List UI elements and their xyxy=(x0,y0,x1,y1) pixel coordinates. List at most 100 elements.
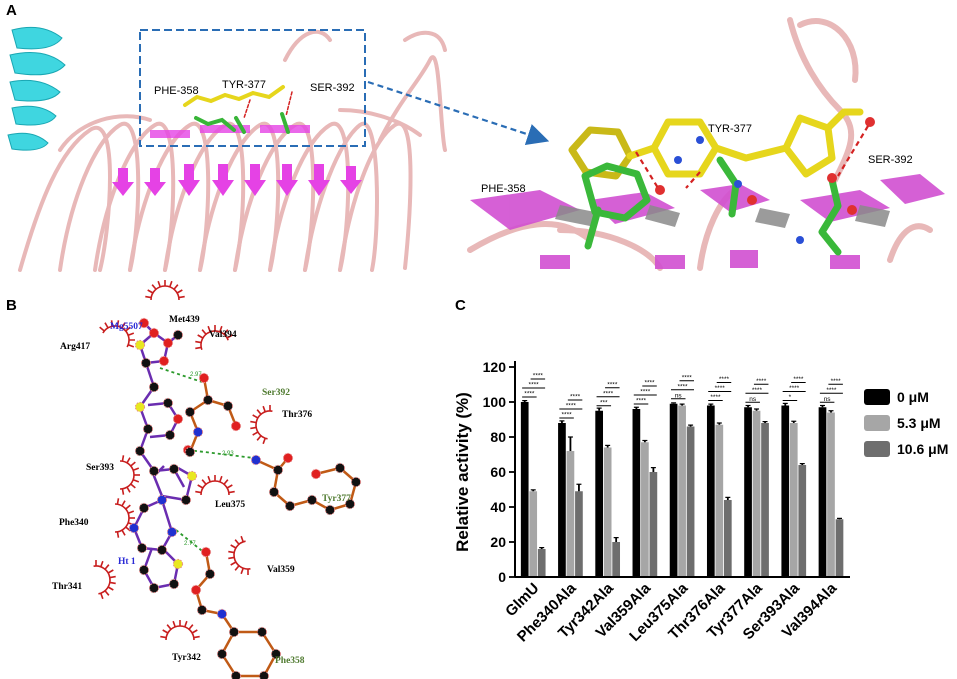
panel-label-b: B xyxy=(6,297,17,314)
significance-label: **** xyxy=(603,390,614,397)
bar xyxy=(678,405,686,577)
zoom-label-tyr377: TYR-377 xyxy=(708,123,752,135)
overview-label-phe358: PHE-358 xyxy=(154,85,199,97)
y-tick-label: 120 xyxy=(483,359,507,375)
bar xyxy=(835,519,844,577)
pink-ribbon xyxy=(18,29,447,272)
significance-label: ns xyxy=(824,396,832,403)
bar xyxy=(529,491,538,577)
atom xyxy=(184,446,196,458)
atom xyxy=(216,648,228,660)
zoom-label-phe358: PHE-358 xyxy=(481,183,526,195)
atom xyxy=(256,626,268,638)
bar xyxy=(761,423,769,577)
y-tick-label: 20 xyxy=(490,534,506,550)
atom xyxy=(162,337,174,349)
legend-label: 5.3 μM xyxy=(897,415,941,431)
atom xyxy=(166,526,178,538)
atom xyxy=(148,381,160,393)
bar xyxy=(798,465,807,577)
svg-text:2.93: 2.93 xyxy=(222,451,234,457)
atom xyxy=(134,339,146,351)
bar xyxy=(686,426,695,577)
atom xyxy=(172,329,184,341)
significance-label: **** xyxy=(607,381,618,388)
residue-val359: Val359 xyxy=(267,565,295,575)
significance-label: **** xyxy=(529,382,540,389)
bar xyxy=(706,405,715,577)
atom xyxy=(250,454,262,466)
panel-label-c: C xyxy=(455,297,466,314)
overview-label-ser392: SER-392 xyxy=(310,82,355,94)
residue-phe340: Phe340 xyxy=(59,518,89,528)
atom xyxy=(138,564,150,576)
atom xyxy=(190,584,202,596)
zoom-label-ser392: SER-392 xyxy=(868,154,913,166)
atom xyxy=(148,465,160,477)
significance-label: **** xyxy=(644,380,655,387)
atom xyxy=(230,670,242,679)
residue-thr376: Thr376 xyxy=(282,410,312,420)
atom xyxy=(140,357,152,369)
atom xyxy=(156,544,168,556)
atom xyxy=(180,494,192,506)
hydrophobic-arc xyxy=(160,620,200,641)
atom xyxy=(156,494,168,506)
significance-label: **** xyxy=(570,394,581,401)
bar xyxy=(641,442,649,577)
significance-label: **** xyxy=(524,391,535,398)
significance-label: **** xyxy=(793,376,804,383)
legend-swatch xyxy=(864,441,890,457)
bar xyxy=(818,407,827,577)
significance-label: **** xyxy=(715,385,726,392)
hydrophobic-arc xyxy=(195,325,233,351)
atom xyxy=(158,355,170,367)
atom xyxy=(272,464,284,476)
bar xyxy=(520,402,529,577)
legend-label: 10.6 μM xyxy=(897,441,948,457)
legend-swatch xyxy=(864,389,890,405)
significance-label: **** xyxy=(533,373,544,380)
significance-label: **** xyxy=(562,412,573,419)
bar xyxy=(566,451,575,577)
chart-y-axis-label: Relative activity (%) xyxy=(453,392,472,552)
overview-label-tyr377: TYR-377 xyxy=(222,79,266,91)
significance-label: **** xyxy=(636,398,647,405)
atom xyxy=(168,578,180,590)
significance-label: **** xyxy=(789,385,800,392)
atom xyxy=(230,420,242,432)
bar xyxy=(715,424,724,577)
atom xyxy=(192,426,204,438)
svg-text:2.97: 2.97 xyxy=(190,372,202,378)
bar xyxy=(603,447,612,577)
atom xyxy=(186,470,198,482)
hydrophobic-arc xyxy=(250,404,273,445)
atom xyxy=(148,582,160,594)
residue-met439: Met439 xyxy=(169,315,200,325)
significance-label: *** xyxy=(600,399,608,406)
atom xyxy=(134,445,146,457)
significance-label: **** xyxy=(682,374,693,381)
bar xyxy=(752,410,761,577)
significance-label: **** xyxy=(719,376,730,383)
atom xyxy=(268,486,280,498)
atom xyxy=(350,476,362,488)
ligand-label-mg5507: Mg5507 xyxy=(110,322,143,332)
atom xyxy=(222,400,234,412)
legend-label: 0 μM xyxy=(897,389,929,405)
bar xyxy=(558,423,566,577)
chart-legend: 0 μM 5.3 μM 10.6 μM xyxy=(864,389,948,457)
residue-arg417: Arg417 xyxy=(60,342,90,352)
bar xyxy=(827,412,835,577)
y-tick-label: 100 xyxy=(483,394,507,410)
significance-label: **** xyxy=(677,383,688,390)
atom xyxy=(344,498,356,510)
atom xyxy=(164,429,176,441)
atom xyxy=(172,413,184,425)
bar xyxy=(649,472,658,577)
atom xyxy=(134,401,146,413)
atom xyxy=(172,558,184,570)
bar xyxy=(669,403,678,577)
atom xyxy=(258,670,270,679)
residue-leu375: Leu375 xyxy=(215,500,245,510)
